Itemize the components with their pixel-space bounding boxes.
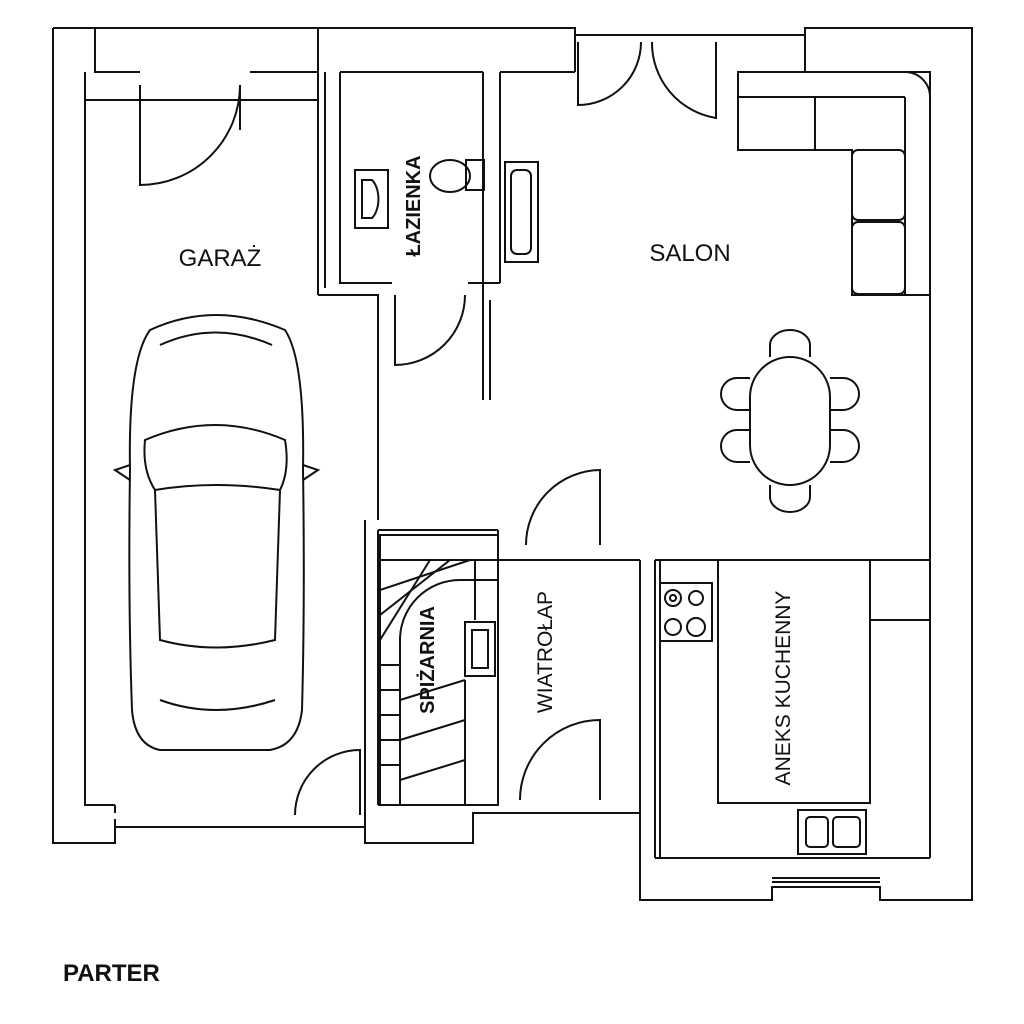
garage-door	[114, 805, 366, 828]
bathroom-fixtures	[354, 159, 539, 263]
interior-walls	[318, 71, 930, 859]
car	[112, 314, 321, 751]
kitchen-fixtures	[659, 560, 930, 858]
room-label-kitchenette: ANEKS KUCHENNY	[772, 591, 795, 786]
doors	[139, 41, 717, 816]
floor-title: PARTER	[63, 960, 160, 987]
sofa	[737, 71, 931, 296]
room-label-bathroom: ŁAZIENKA	[403, 155, 425, 256]
exterior-walls	[52, 27, 973, 901]
room-label-living-room: SALON	[649, 240, 730, 267]
room-label-vestibule: WIATROŁAP	[534, 591, 557, 713]
dining-table	[720, 329, 860, 513]
window-bottom	[772, 877, 880, 883]
staircase	[379, 534, 499, 806]
room-label-pantry: SPIŻARNIA	[416, 606, 439, 714]
room-label-garage: GARAŻ	[179, 245, 262, 272]
